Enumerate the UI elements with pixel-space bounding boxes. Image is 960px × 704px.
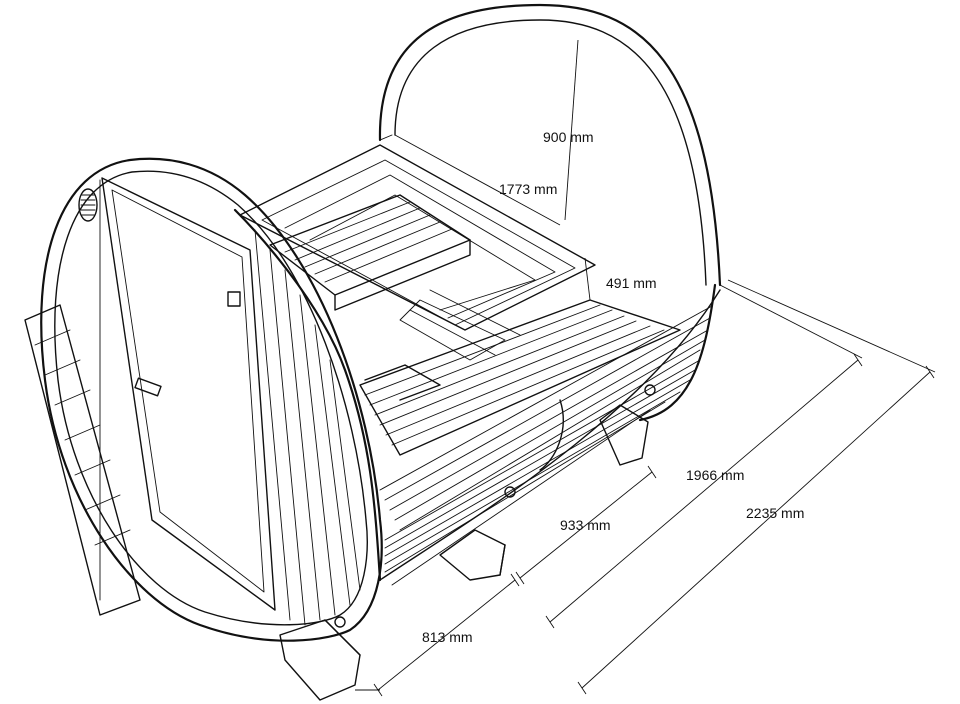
vent-grille-icon xyxy=(78,188,98,222)
front-step xyxy=(24,304,141,616)
dimension-labels: 900 mm 1773 mm 491 mm 933 mm 1966 mm 223… xyxy=(422,129,804,645)
barrel-side-staves xyxy=(233,208,721,586)
label-2235: 2235 mm xyxy=(746,505,804,521)
door-handle-icon xyxy=(134,377,162,397)
support-cradles xyxy=(279,384,656,701)
bolt-icon xyxy=(644,384,656,396)
label-491: 491 mm xyxy=(606,275,657,291)
lower-bench xyxy=(359,299,681,456)
label-1773: 1773 mm xyxy=(499,181,557,197)
dimension-lines xyxy=(355,39,936,697)
bolt-icon xyxy=(334,616,346,628)
label-813: 813 mm xyxy=(422,629,473,645)
interior-floor-frames xyxy=(239,144,596,361)
front-door xyxy=(101,177,276,611)
door-latch-icon xyxy=(227,291,241,307)
back-arch-frame xyxy=(378,3,722,287)
bolt-icon xyxy=(504,486,516,498)
label-1966: 1966 mm xyxy=(686,467,744,483)
label-900: 900 mm xyxy=(543,129,594,145)
label-933: 933 mm xyxy=(560,517,611,533)
upper-bench xyxy=(269,194,471,311)
dimension-ticks xyxy=(373,353,935,697)
front-barrel-face xyxy=(40,157,383,642)
